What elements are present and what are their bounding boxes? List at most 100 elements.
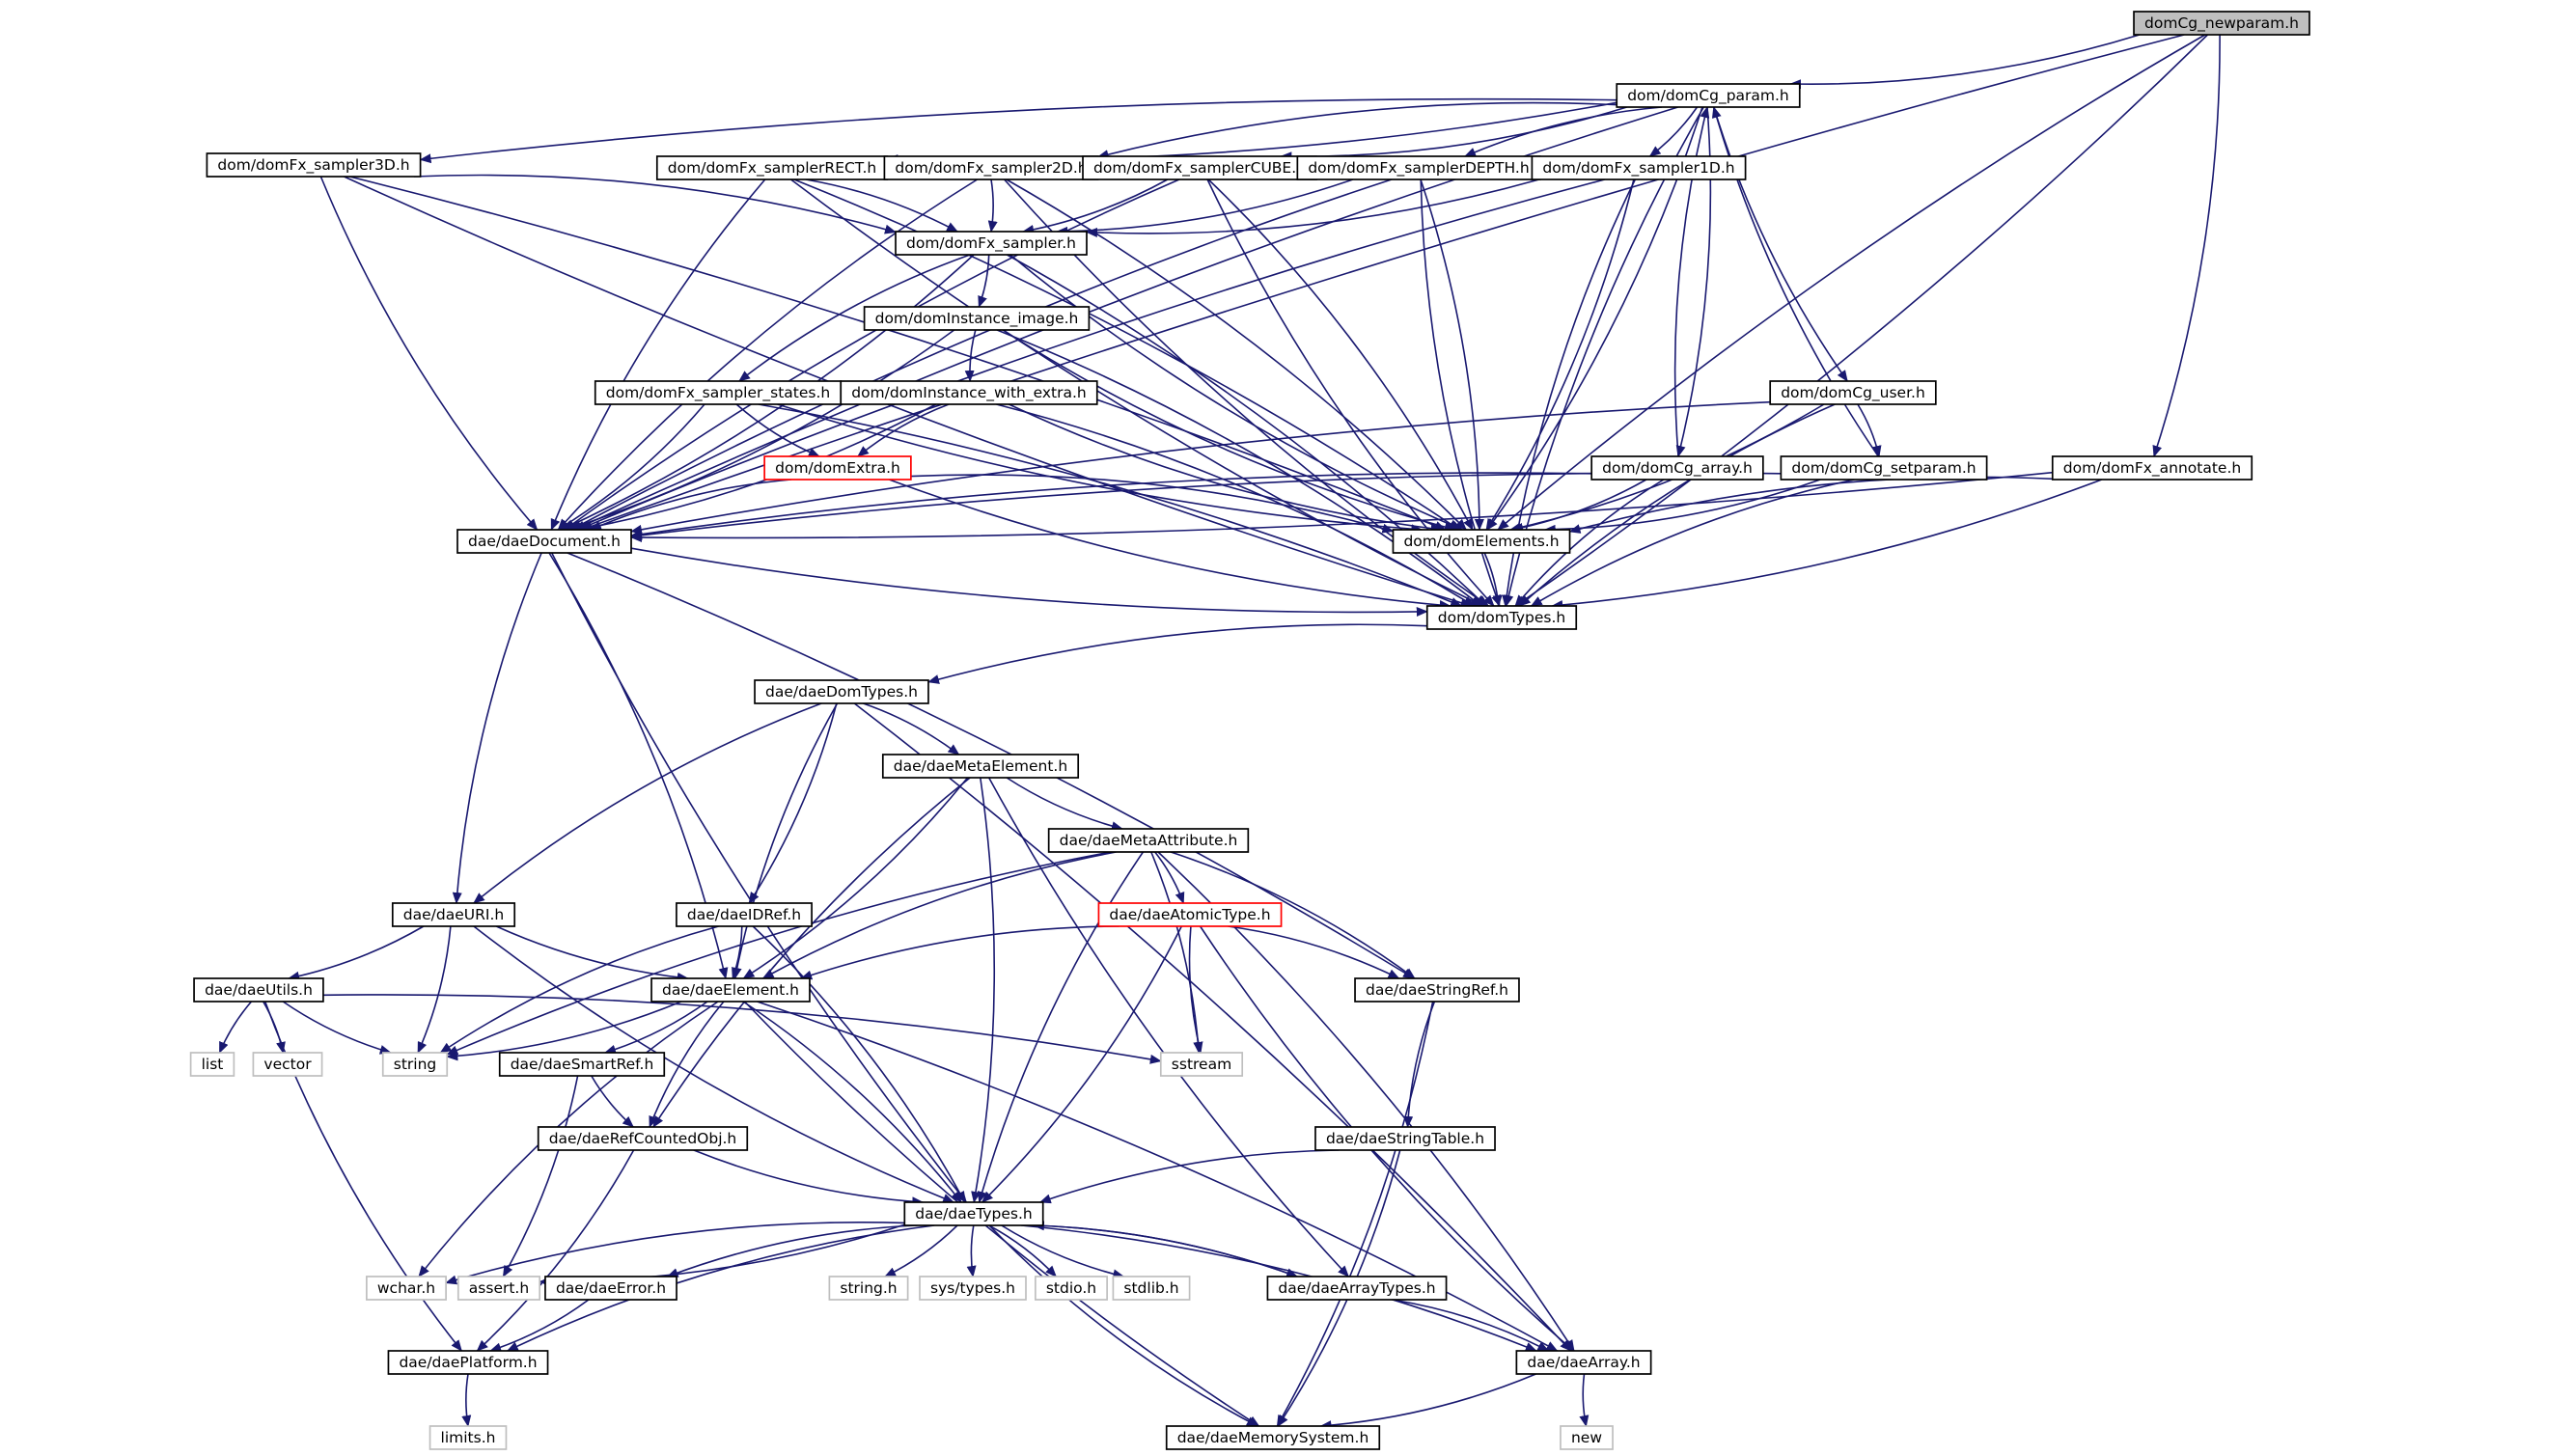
node-label-scube: dom/domFx_samplerCUBE.h (1093, 159, 1306, 178)
node-label-memsys: dae/daeMemorySystem.h (1177, 1429, 1369, 1446)
node-box-scube (1082, 155, 1317, 180)
edge-cg_array-to-cg_param (1673, 106, 1710, 457)
edge-utils-to-list (218, 1001, 253, 1054)
node-s2d[interactable]: dom/domFx_sampler2D.h (883, 155, 1099, 180)
edge-root-to-cg_param (1789, 34, 2141, 90)
node-wchar[interactable]: wchar.h (366, 1276, 447, 1301)
node-box-s2d (883, 155, 1099, 180)
edge-cg_param-to-cg_user (1713, 106, 1848, 382)
edge-daetypes-to-assert (539, 1223, 905, 1287)
node-domtypes[interactable]: dom/domTypes.h (1425, 605, 1578, 630)
node-box-cg_param (1616, 83, 1801, 108)
node-systypes[interactable]: sys/types.h (919, 1276, 1027, 1301)
node-label-root: domCg_newparam.h (2144, 14, 2299, 33)
node-inst_image[interactable]: dom/domInstance_image.h (863, 306, 1091, 331)
node-daedoc[interactable]: dae/daeDocument.h (456, 529, 632, 554)
edge-extra-to-daedoc (590, 479, 792, 531)
edge-inst_extra-to-domelem (1009, 403, 1443, 534)
node-stdio[interactable]: stdio.h (1035, 1276, 1108, 1301)
edge-metaelem-to-daetypes (971, 777, 996, 1203)
node-label-wchar: wchar.h (377, 1279, 435, 1297)
node-array[interactable]: dae/daeArray.h (1515, 1350, 1652, 1375)
node-label-annotate: dom/domFx_annotate.h (2063, 459, 2241, 478)
node-box-annotate (2051, 455, 2253, 481)
node-refcounted[interactable]: dae/daeRefCountedObj.h (537, 1126, 749, 1151)
node-element[interactable]: dae/daeElement.h (650, 977, 811, 1003)
node-utils[interactable]: dae/daeUtils.h (193, 977, 324, 1003)
node-idref[interactable]: dae/daeIDRef.h (676, 902, 813, 927)
node-label-daedoc: dae/daeDocument.h (468, 533, 621, 550)
node-memsys[interactable]: dae/daeMemorySystem.h (1165, 1425, 1381, 1450)
node-box-stdio (1035, 1276, 1108, 1301)
node-sstream[interactable]: sstream (1159, 1052, 1244, 1077)
node-srect[interactable]: dom/domFx_samplerRECT.h (655, 155, 889, 180)
node-assert[interactable]: assert.h (456, 1276, 541, 1301)
edge-idref-to-element (732, 925, 743, 979)
node-metaattr[interactable]: dae/daeMetaAttribute.h (1047, 828, 1250, 853)
edge-uri-to-string (417, 925, 452, 1054)
node-s1d[interactable]: dom/domFx_sampler1D.h (1531, 155, 1747, 180)
edge-daetypes-to-arraytypes (1033, 1224, 1299, 1277)
node-s3d[interactable]: dom/domFx_sampler3D.h (206, 152, 422, 178)
node-domelem[interactable]: dom/domElements.h (1392, 529, 1571, 554)
node-smartref[interactable]: dae/daeSmartRef.h (498, 1052, 666, 1077)
node-vector[interactable]: vector (252, 1052, 323, 1077)
node-extra[interactable]: dom/domExtra.h (763, 455, 912, 481)
node-box-domelem (1392, 529, 1571, 554)
node-sdepth[interactable]: dom/domFx_samplerDEPTH.h (1296, 155, 1541, 180)
node-box-sampler (895, 231, 1088, 256)
node-strtable[interactable]: dae/daeStringTable.h (1314, 1126, 1496, 1151)
edge-cg_param-to-s2d (1096, 101, 1617, 159)
node-cg_setparam[interactable]: dom/domCg_setparam.h (1780, 455, 1988, 481)
node-string_h[interactable]: string.h (828, 1276, 909, 1301)
edge-annotate-to-daedoc (630, 471, 2053, 542)
node-box-daedoc (456, 529, 632, 554)
node-uri[interactable]: dae/daeURI.h (391, 902, 516, 927)
node-stdlib[interactable]: stdlib.h (1112, 1276, 1191, 1301)
edge-uri-to-element (495, 925, 689, 982)
edge-srect-to-daedoc (550, 179, 766, 531)
node-strref[interactable]: dae/daeStringRef.h (1354, 977, 1520, 1003)
node-daetypes[interactable]: dae/daeTypes.h (903, 1201, 1044, 1226)
edge-daedomtypes-to-uri (473, 702, 822, 904)
edge-daetypes-to-array (1021, 1224, 1537, 1352)
edge-strtable-to-daetypes (1038, 1149, 1340, 1204)
node-new[interactable]: new (1560, 1425, 1614, 1450)
node-daedomtypes[interactable]: dae/daeDomTypes.h (754, 679, 929, 704)
node-label-sdepth: dom/domFx_samplerDEPTH.h (1308, 159, 1529, 178)
edge-strref-to-memsys (1276, 1001, 1434, 1427)
node-box-strref (1354, 977, 1520, 1003)
node-cg_param[interactable]: dom/domCg_param.h (1616, 83, 1801, 108)
node-string[interactable]: string (381, 1052, 449, 1077)
node-box-systypes (919, 1276, 1027, 1301)
node-metaelem[interactable]: dae/daeMetaElement.h (881, 754, 1080, 779)
edge-inst_image-to-domtypes (996, 329, 1482, 607)
edge-daetypes-to-memsys (988, 1224, 1258, 1427)
node-label-cg_param: dom/domCg_param.h (1627, 87, 1789, 105)
node-inst_extra[interactable]: dom/domInstance_with_extra.h (840, 380, 1098, 405)
node-cg_array[interactable]: dom/domCg_array.h (1590, 455, 1764, 481)
node-label-array: dae/daeArray.h (1527, 1354, 1640, 1371)
node-atomic[interactable]: dae/daeAtomicType.h (1097, 902, 1283, 927)
edge-array-to-new (1579, 1373, 1590, 1427)
node-cg_user[interactable]: dom/domCg_user.h (1769, 380, 1937, 405)
edge-refcounted-to-daetypes (693, 1149, 925, 1207)
node-annotate[interactable]: dom/domFx_annotate.h (2051, 455, 2253, 481)
node-label-s3d: dom/domFx_sampler3D.h (217, 156, 409, 175)
node-platform[interactable]: dae/daePlatform.h (387, 1350, 549, 1375)
edge-scube-to-domelem (1207, 179, 1474, 531)
node-limits[interactable]: limits.h (428, 1425, 508, 1450)
node-box-atomic (1097, 902, 1283, 927)
node-arraytypes[interactable]: dae/daeArrayTypes.h (1266, 1276, 1448, 1301)
node-box-list (189, 1052, 235, 1077)
edge-utils-to-string (282, 1001, 392, 1055)
node-scube[interactable]: dom/domFx_samplerCUBE.h (1082, 155, 1317, 180)
node-box-inst_image (863, 306, 1091, 331)
node-daeerror[interactable]: dae/daeError.h (544, 1276, 677, 1301)
node-states[interactable]: dom/domFx_sampler_states.h (594, 380, 843, 405)
node-box-platform (387, 1350, 549, 1375)
node-sampler[interactable]: dom/domFx_sampler.h (895, 231, 1088, 256)
node-list[interactable]: list (189, 1052, 235, 1077)
node-label-daetypes: dae/daeTypes.h (915, 1205, 1032, 1222)
node-root[interactable]: domCg_newparam.h (2133, 11, 2310, 36)
